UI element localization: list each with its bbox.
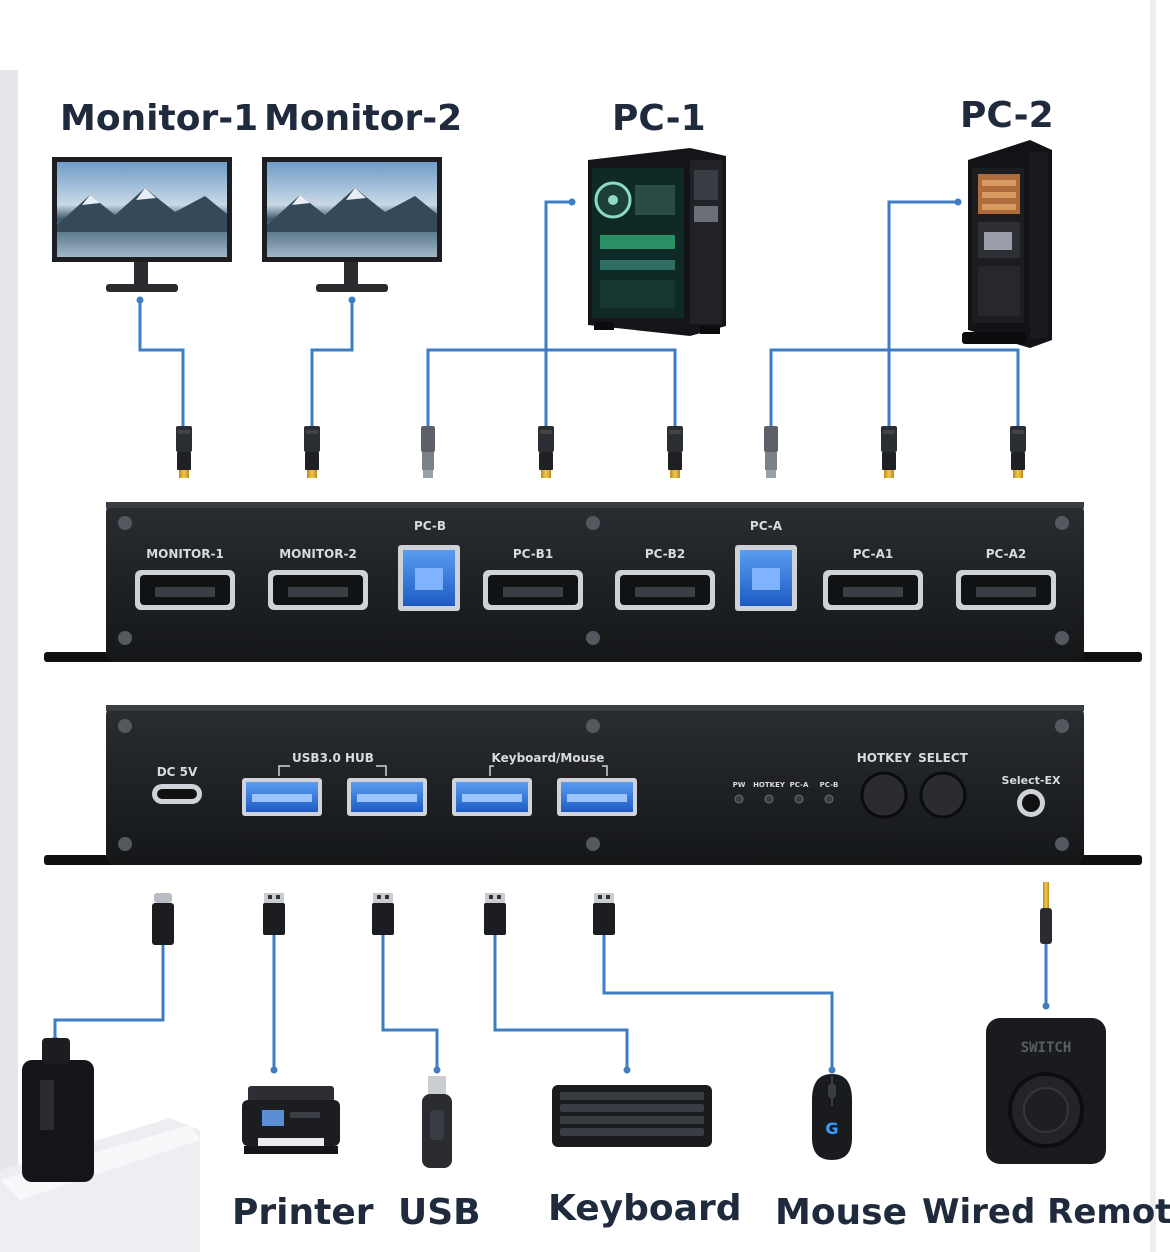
port-label-pc-a2: PC-A2 bbox=[986, 547, 1027, 561]
kvm-rear-panel bbox=[44, 502, 1142, 662]
label-monitor-2: Monitor-2 bbox=[264, 98, 463, 139]
label-mouse: Mouse bbox=[775, 1192, 908, 1233]
label-monitor-1: Monitor-1 bbox=[60, 98, 259, 139]
pc-2-tower-icon bbox=[962, 140, 1052, 348]
monitor-2-icon bbox=[262, 157, 442, 292]
label-printer: Printer bbox=[232, 1192, 374, 1233]
svg-text:G: G bbox=[825, 1119, 838, 1138]
bottom-connectors bbox=[152, 882, 1052, 945]
port-label-pc-b2: PC-B2 bbox=[645, 547, 685, 561]
label-usb: USB bbox=[398, 1192, 481, 1233]
port-label-select-ex: Select-EX bbox=[1002, 774, 1061, 787]
right-scrollbar[interactable] bbox=[1150, 0, 1156, 1252]
top-connectors bbox=[176, 426, 1026, 478]
label-pc-1: PC-1 bbox=[612, 98, 706, 139]
printer-icon bbox=[242, 1086, 340, 1154]
label-wired-remote: Wired Remote bbox=[922, 1192, 1170, 1232]
button-label-select: SELECT bbox=[918, 751, 968, 765]
led-label-pc-a: PC-A bbox=[790, 781, 809, 789]
wired-remote-icon bbox=[986, 1018, 1106, 1164]
port-label-monitor-1: MONITOR-1 bbox=[146, 547, 224, 561]
port-label-usb-hub: USB3.0 HUB bbox=[292, 751, 374, 765]
button-label-hotkey: HOTKEY bbox=[857, 751, 912, 765]
led-label-hotkey: HOTKEY bbox=[753, 781, 786, 789]
bottom-cables bbox=[53, 935, 1048, 1070]
port-label-monitor-2: MONITOR-2 bbox=[279, 547, 357, 561]
port-label-pc-b1: PC-B1 bbox=[513, 547, 553, 561]
port-label-keyboard-mouse: Keyboard/Mouse bbox=[492, 751, 605, 765]
power-adapter-icon bbox=[0, 1038, 200, 1252]
port-label-pc-b: PC-B bbox=[414, 519, 446, 533]
led-label-pw: PW bbox=[733, 781, 746, 789]
mouse-icon: G bbox=[812, 1074, 852, 1160]
port-label-pc-a1: PC-A1 bbox=[853, 547, 894, 561]
left-edge-bar bbox=[0, 70, 18, 1252]
port-label-dc-5v: DC 5V bbox=[157, 765, 198, 779]
led-label-pc-b: PC-B bbox=[820, 781, 839, 789]
label-pc-2: PC-2 bbox=[960, 95, 1054, 136]
top-cables bbox=[138, 200, 1020, 428]
kvm-front-panel bbox=[44, 705, 1142, 865]
usb-stick-icon bbox=[422, 1076, 452, 1168]
keyboard-icon bbox=[552, 1085, 712, 1147]
port-label-pc-a: PC-A bbox=[750, 519, 783, 533]
monitor-1-icon bbox=[52, 157, 232, 292]
pc-1-tower-icon bbox=[588, 148, 726, 336]
label-keyboard: Keyboard bbox=[548, 1188, 742, 1229]
remote-switch-label: SWITCH bbox=[1021, 1040, 1072, 1056]
